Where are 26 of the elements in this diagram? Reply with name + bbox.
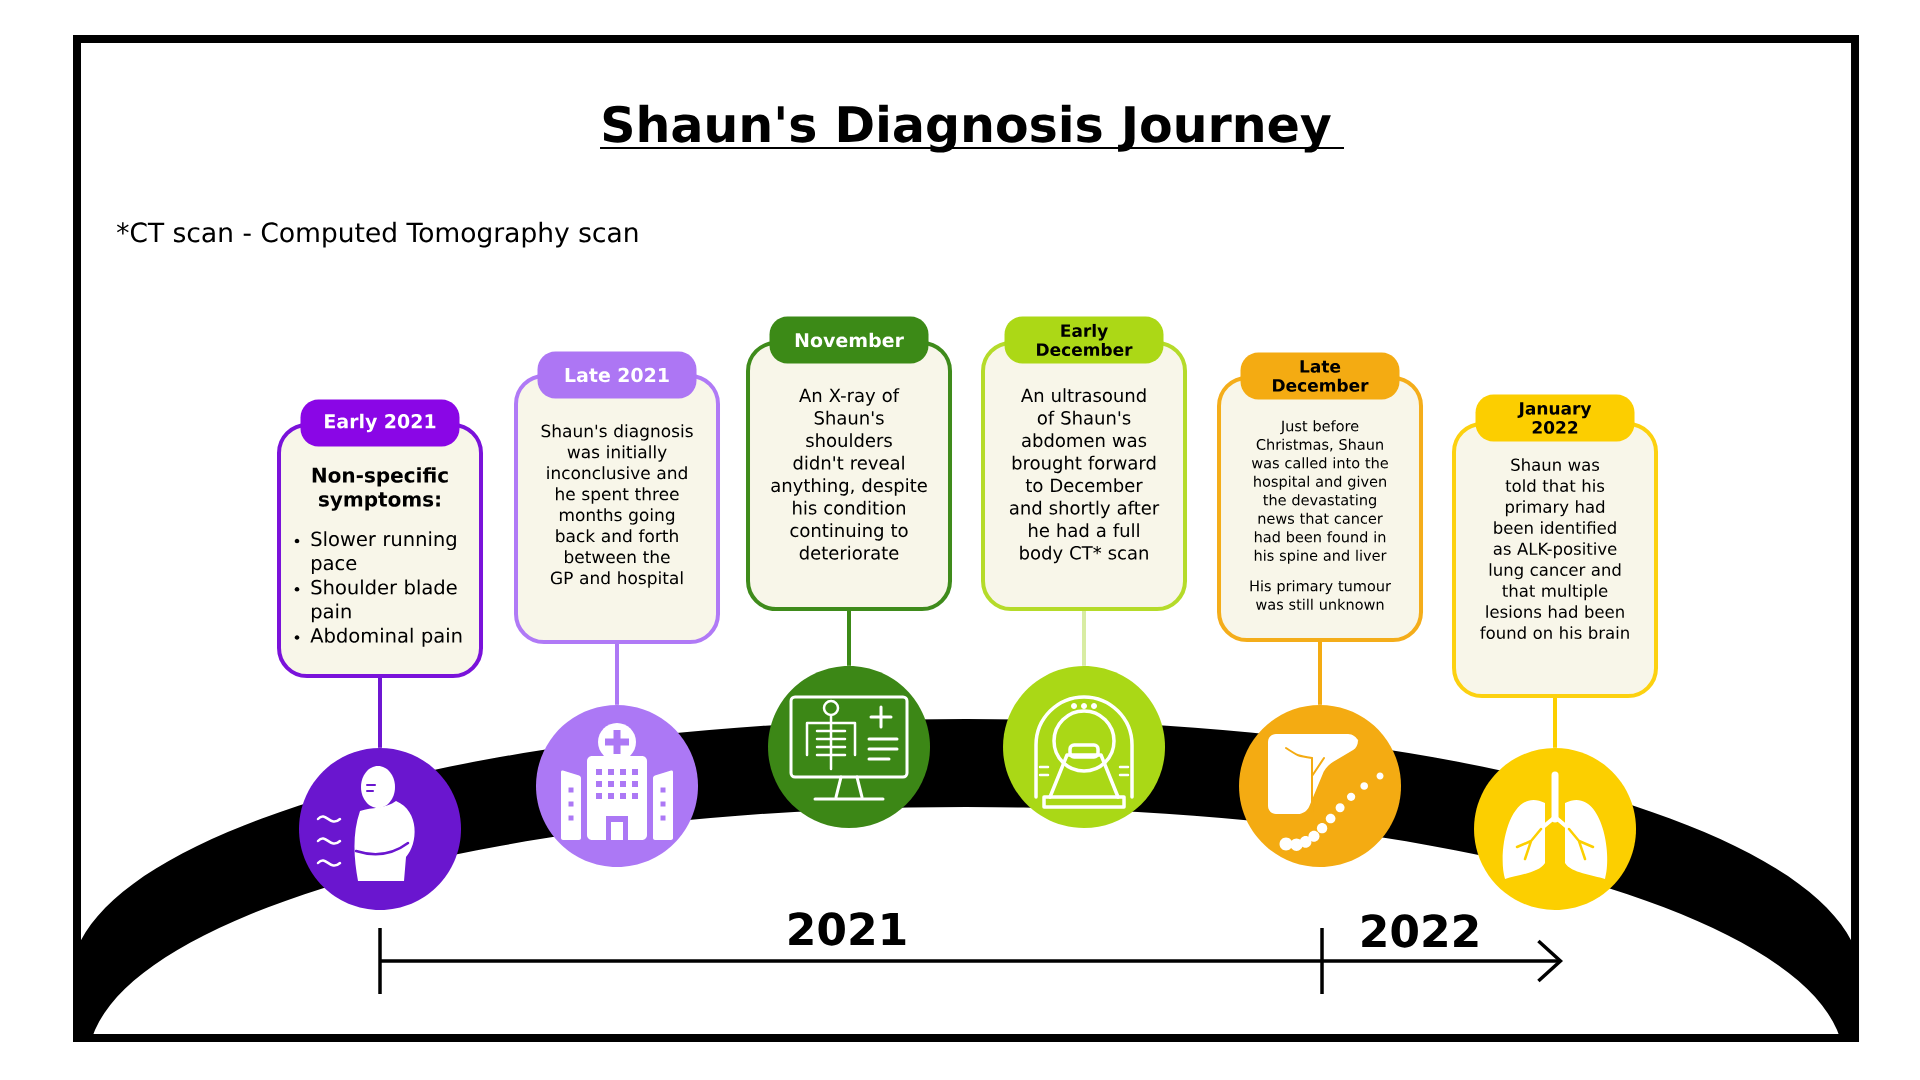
card-text: Shaun's diagnosis was initially inconclusive and he spent three months going back and forth between the GP and hospital [541, 424, 693, 588]
connector-line [1553, 698, 1557, 748]
connector-line [615, 644, 619, 705]
connector-line [847, 611, 851, 666]
connector-line [378, 678, 382, 748]
date-tab: Early 2021 [300, 399, 460, 447]
connector-line [1082, 611, 1086, 666]
footnote: *CT scan - Computed Tomography scan [117, 221, 638, 248]
bullet-item: Slower running pace [311, 531, 456, 575]
bullet-item: Abdominal pain [310, 627, 462, 647]
date-tab: Late 2021 [537, 351, 697, 399]
card-text: Shaun was told that his primary had been identified as ALK-positive lung cancer and that multiple lesions had been found on his brain [1480, 458, 1629, 639]
card-text: Just before Christmas, Shaun was called into the hospital and given the devastating news that cancer had been found in his spine and liver [1251, 420, 1388, 564]
year-label: 2022 [1362, 914, 1478, 948]
year-label: 2021 [789, 912, 906, 946]
title: Shaun's Diagnosis Journey [599, 104, 1345, 153]
date-tab: November [769, 316, 929, 364]
card-text: An ultrasound of Shaun's abdomen was brought forward to December and shortly after he had a full body CT* scan [1009, 388, 1160, 564]
date-tab: Late December [1240, 352, 1400, 400]
bullet-item: Shoulder blade pain [311, 579, 457, 623]
connector-line [1318, 642, 1322, 705]
card-text: An X-ray of Shaun's shoulders didn't reveal anything, despite his condition continuing to deteriorate [771, 388, 927, 560]
card-text: His primary tumour was still unknown [1250, 580, 1391, 610]
date-tab: Early December [1004, 316, 1164, 364]
date-tab: January 2022 [1475, 394, 1635, 442]
card-heading: Non-specific symptoms: [312, 467, 448, 511]
